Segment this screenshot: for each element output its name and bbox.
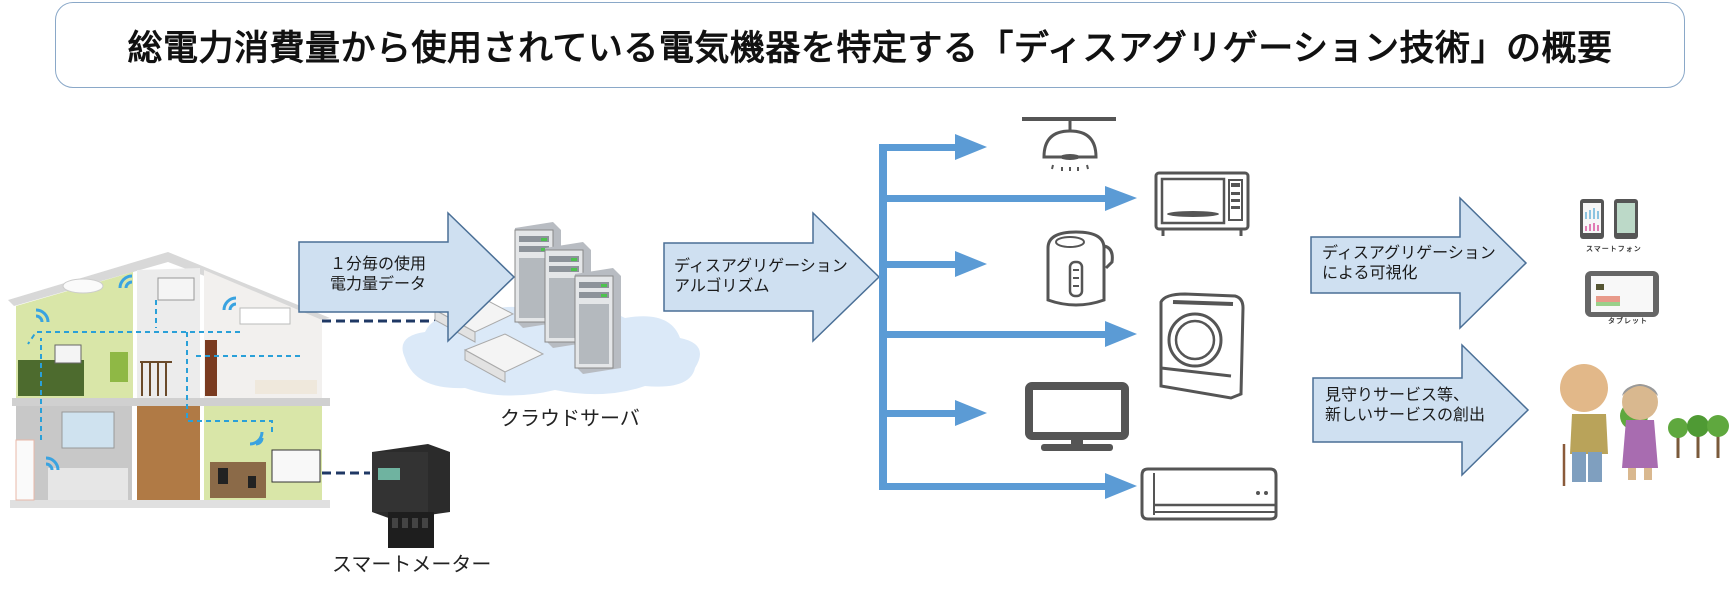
air-conditioner-icon [1140, 467, 1278, 521]
grandmother-figure [1622, 384, 1658, 480]
appliance-branch-tree [879, 134, 1137, 499]
smart-meter-illustration [372, 444, 450, 548]
branch-arrow-aircon [1105, 473, 1137, 499]
house-aircon [239, 307, 291, 325]
house-window [61, 411, 115, 449]
house-fridge [15, 439, 35, 501]
grandfather-figure [1560, 364, 1608, 486]
house-tv [271, 449, 321, 483]
television-icon [1025, 382, 1129, 451]
branch-arrow-tv [955, 400, 987, 426]
washing-machine-icon [1159, 292, 1245, 400]
algorithm-arrow-label: ディスアグリゲーションアルゴリズム [674, 256, 848, 295]
branch-trunk [879, 144, 887, 490]
branch-arrow-microwave [1105, 186, 1137, 211]
branch-arrow-pot [955, 251, 987, 277]
tablet-label: タブレット [1608, 317, 1648, 325]
wifi-icon [35, 274, 264, 471]
smartphone-icon [1580, 199, 1638, 239]
page-title: 総電力消費量から使用されている電気機器を特定する「ディスアグリゲーション技術」の… [127, 28, 1613, 69]
data-arrow [298, 211, 516, 343]
server-icon [574, 268, 621, 374]
branch-arrow-washer [1105, 321, 1137, 347]
elderly-couple-illustration [1560, 364, 1729, 486]
title-box: 総電力消費量から使用されている電気機器を特定する「ディスアグリゲーション技術」の… [55, 2, 1685, 88]
visualize-arrow [1310, 196, 1528, 330]
visualize-arrow-label: ディスアグリゲーションによる可視化 [1322, 243, 1496, 282]
cloud-server-illustration [402, 222, 700, 396]
smart-meter-label: スマートメーター [332, 552, 492, 576]
meter-display [378, 468, 400, 480]
microwave-icon [1154, 171, 1250, 236]
floor-divider [12, 398, 330, 406]
house-illustration [8, 252, 330, 508]
house-data-flow [27, 300, 300, 440]
network-switch-icon [463, 333, 545, 383]
electric-pot-icon [1046, 230, 1114, 307]
house-breaker-panel [157, 277, 195, 301]
house-ceiling-light [62, 278, 104, 294]
house-laptop [54, 344, 82, 364]
house-to-meter-line [322, 471, 370, 475]
data-arrow-label: １分毎の使用電力量データ [330, 254, 427, 293]
room-upper-right [204, 270, 322, 398]
ceiling-light-icon [1022, 117, 1116, 171]
branch-arrow-light [955, 134, 987, 160]
service-arrow-label: 見守りサービス等、新しいサービスの創出 [1325, 385, 1486, 424]
smartphone-label: スマートフォン [1586, 245, 1642, 253]
algorithm-arrow [663, 211, 881, 343]
service-arrow [1312, 343, 1530, 477]
cloud-server-label: クラウドサーバ [500, 406, 640, 430]
tablet-icon [1585, 271, 1659, 317]
